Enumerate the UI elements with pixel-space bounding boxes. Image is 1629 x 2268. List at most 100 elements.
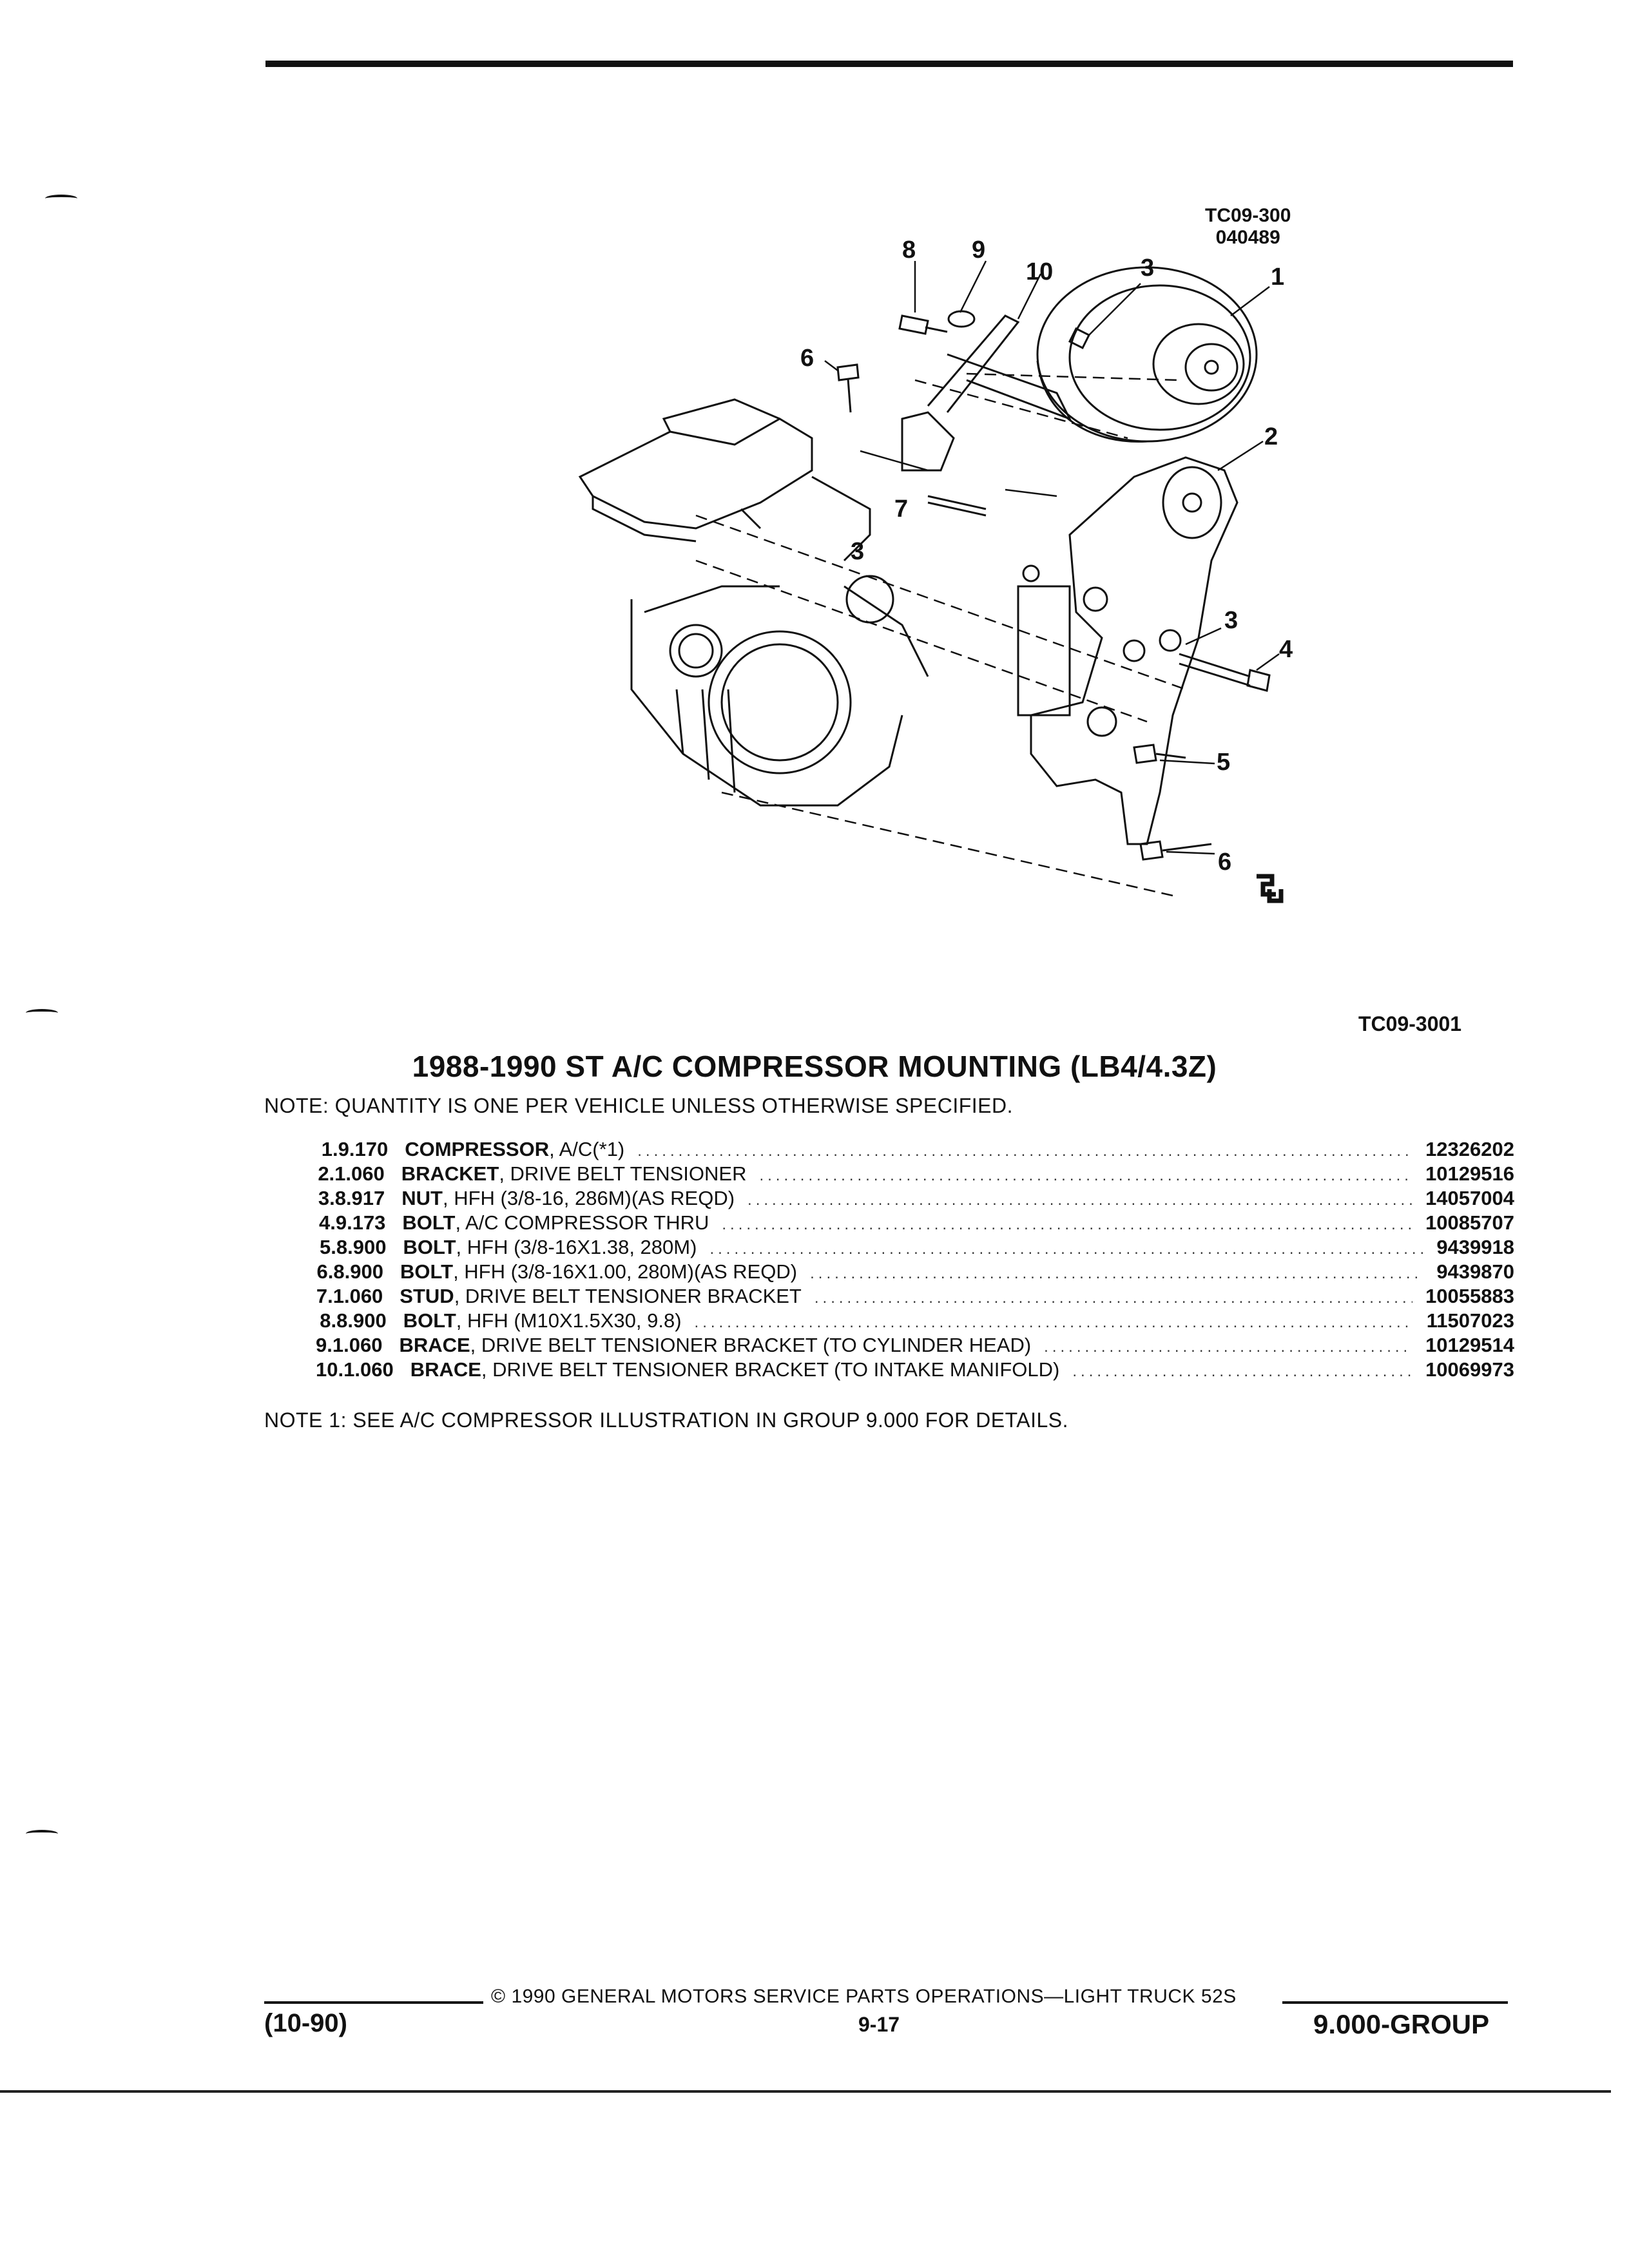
part-row: 4.9.173 BOLT, A/C COMPRESSOR THRU 10085707 <box>316 1211 1514 1236</box>
footer-rule-left <box>264 2001 483 2004</box>
part-detail: , HFH (3/8-16, 286M)(AS REQD) <box>443 1187 735 1209</box>
bottom-rule <box>0 2090 1611 2093</box>
part-number: 11507023 <box>1426 1309 1514 1332</box>
exploded-diagram: 1 2 3 3 3 4 5 6 6 7 8 9 10 <box>567 226 1353 941</box>
part-name: BOLT <box>400 1260 454 1283</box>
callout-6-bottom: 6 <box>1218 849 1231 876</box>
braces <box>901 314 1072 472</box>
callout-8: 8 <box>902 236 916 264</box>
illustration-ref-top: TC09-300 040489 <box>1205 205 1291 249</box>
part-group: 1.060 <box>333 1285 383 1307</box>
part-group: 9.173 <box>335 1211 386 1234</box>
part-row: 7.1.060 STUD, DRIVE BELT TENSIONER BRACKE… <box>316 1285 1514 1309</box>
leader-dots <box>759 1167 1412 1185</box>
part-description: BRACKET, DRIVE BELT TENSIONER <box>401 1162 747 1186</box>
quantity-note: NOTE: QUANTITY IS ONE PER VEHICLE UNLESS… <box>264 1094 1013 1117</box>
footer-group: 9.000-GROUP <box>1313 2009 1490 2039</box>
part-name: BOLT <box>403 1236 456 1258</box>
callout-3-top: 3 <box>1141 255 1154 282</box>
part-row: 1.9.170 COMPRESSOR, A/C(*1) 12326202 <box>316 1138 1514 1162</box>
part-number: 10085707 <box>1425 1211 1514 1234</box>
tensioner-bracket <box>1017 456 1239 845</box>
part-row: 9.1.060 BRACE, DRIVE BELT TENSIONER BRACK… <box>316 1334 1514 1358</box>
part-index: 5. <box>320 1236 336 1258</box>
part-group: 8.900 <box>333 1260 383 1283</box>
part-group: 9.170 <box>338 1138 389 1160</box>
part-index: 4. <box>318 1211 336 1234</box>
leader-dots <box>637 1142 1412 1160</box>
part-number: 10129516 <box>1425 1162 1514 1185</box>
illustration-ref-bottom: TC09-3001 <box>1358 1012 1462 1035</box>
part-description: BRACE, DRIVE BELT TENSIONER BRACKET (TO … <box>410 1358 1060 1381</box>
callout-6-top: 6 <box>800 345 814 372</box>
footnote-1: NOTE 1: SEE A/C COMPRESSOR ILLUSTRATION … <box>264 1408 1069 1432</box>
part-index: 10. <box>316 1358 344 1381</box>
part-name: STUD <box>400 1285 454 1307</box>
part-index: 2. <box>318 1162 335 1185</box>
part-index: 6. <box>316 1260 334 1283</box>
part-name: BOLT <box>403 1309 456 1332</box>
callout-7: 7 <box>894 495 908 523</box>
part-number: 10069973 <box>1425 1358 1514 1381</box>
part-index: 9. <box>316 1334 333 1356</box>
part-group: 1.060 <box>343 1358 394 1381</box>
page-title: 1988-1990 ST A/C COMPRESSOR MOUNTING (LB… <box>412 1050 1217 1083</box>
centerlines <box>695 372 1186 897</box>
illustration-ref-code: TC09-300 <box>1205 205 1291 226</box>
part-group: 8.917 <box>334 1187 385 1209</box>
part-number: 9439870 <box>1436 1260 1514 1283</box>
part-index: 3. <box>318 1187 335 1209</box>
top-rule <box>265 61 1513 67</box>
leader-dots <box>722 1216 1412 1234</box>
part-group: 8.900 <box>336 1236 387 1258</box>
part-number: 12326202 <box>1425 1138 1514 1160</box>
part-name: BRACKET <box>401 1162 499 1185</box>
part-description: STUD, DRIVE BELT TENSIONER BRACKET <box>400 1285 802 1308</box>
leader-dots <box>709 1240 1423 1258</box>
part-detail: , HFH (3/8-16X1.38, 280M) <box>456 1236 697 1258</box>
part-detail: , DRIVE BELT TENSIONER <box>499 1162 747 1185</box>
footer-page-number: 9-17 <box>858 2013 900 2036</box>
callout-3-mid: 3 <box>851 538 864 565</box>
part-index: 7. <box>316 1285 333 1307</box>
leader-lines <box>824 260 1280 855</box>
engine-block <box>578 398 929 807</box>
margin-mark <box>45 195 77 202</box>
part-index: 1. <box>321 1138 338 1160</box>
part-description: BOLT, A/C COMPRESSOR THRU <box>402 1211 709 1235</box>
leader-dots <box>695 1314 1414 1332</box>
part-group: 1.060 <box>332 1334 383 1356</box>
callout-1: 1 <box>1271 264 1284 291</box>
part-description: COMPRESSOR, A/C(*1) <box>405 1138 624 1161</box>
part-number: 10129514 <box>1425 1334 1514 1356</box>
part-detail: , HFH (3/8-16X1.00, 280M)(AS REQD) <box>453 1260 798 1283</box>
part-name: COMPRESSOR <box>405 1138 550 1160</box>
footer-revision-date: (10-90) <box>264 2009 347 2037</box>
part-detail: , A/C(*1) <box>549 1138 625 1160</box>
callout-2: 2 <box>1264 423 1278 450</box>
part-description: BRACE, DRIVE BELT TENSIONER BRACKET (TO … <box>399 1334 1031 1357</box>
part-row: 6.8.900 BOLT, HFH (3/8-16X1.00, 280M)(AS … <box>316 1260 1514 1285</box>
callout-9: 9 <box>972 236 985 264</box>
callout-labels: 1 2 3 3 3 4 5 6 6 7 8 9 10 <box>800 236 1293 876</box>
part-name: BOLT <box>402 1211 456 1234</box>
exploded-diagram-svg: 1 2 3 3 3 4 5 6 6 7 8 9 10 <box>578 236 1293 903</box>
part-description: NUT, HFH (3/8-16, 286M)(AS REQD) <box>401 1187 735 1210</box>
part-name: BRACE <box>410 1358 481 1381</box>
leader-dots <box>747 1191 1412 1209</box>
part-name: NUT <box>401 1187 443 1209</box>
leader-dots <box>1072 1363 1412 1381</box>
part-group: 8.900 <box>336 1309 387 1332</box>
part-row: 10.1.060 BRACE, DRIVE BELT TENSIONER BRAC… <box>316 1358 1514 1383</box>
compressor <box>1036 266 1258 443</box>
part-detail: , DRIVE BELT TENSIONER BRACKET <box>454 1285 802 1307</box>
part-name: BRACE <box>399 1334 470 1356</box>
illustration-ref-date: 040489 <box>1215 227 1280 248</box>
part-description: BOLT, HFH (3/8-16X1.38, 280M) <box>403 1236 697 1259</box>
part-description: BOLT, HFH (3/8-16X1.00, 280M)(AS REQD) <box>400 1260 797 1283</box>
